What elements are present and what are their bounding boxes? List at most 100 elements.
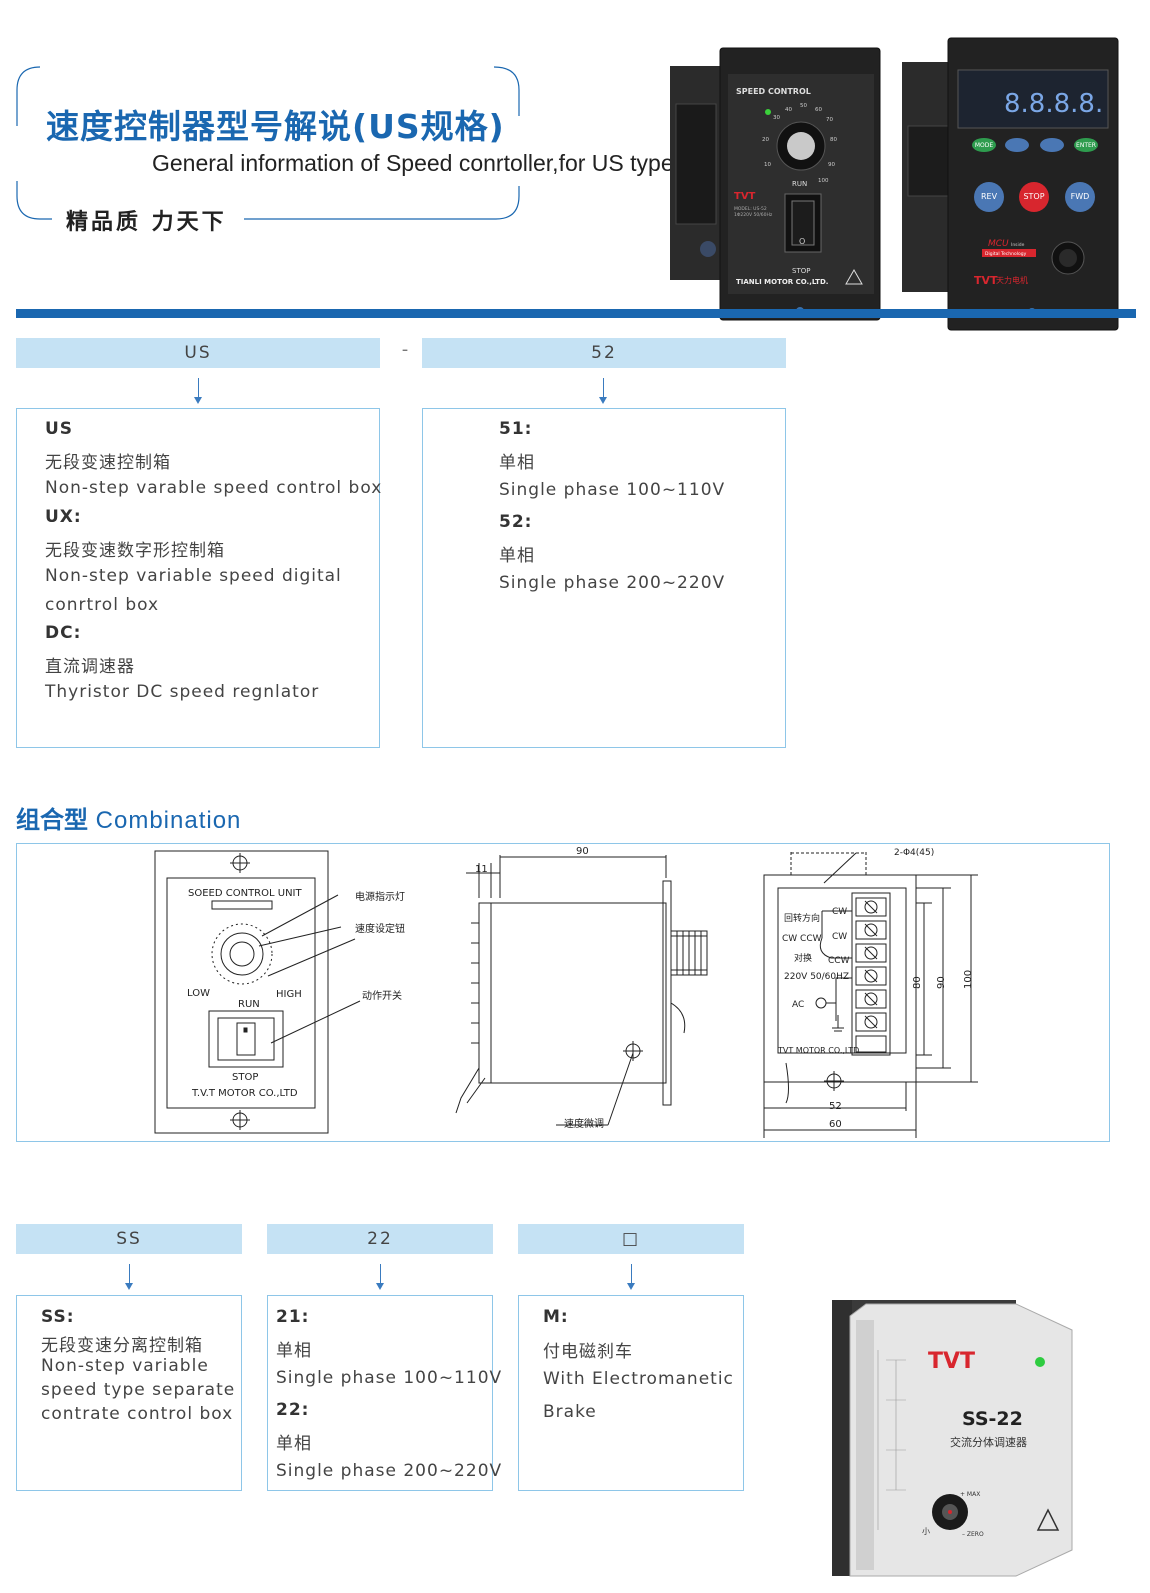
svg-text:STOP: STOP bbox=[232, 1072, 258, 1083]
code-desc-en: speed type separate bbox=[41, 1380, 236, 1400]
code-key: 22: bbox=[276, 1400, 310, 1420]
code-desc-cn: 单相 bbox=[276, 1341, 312, 1361]
ss22-controller-photo: TVT SS-22 交流分体调速器 + MAX – ZERO 小 bbox=[832, 1300, 1073, 1577]
code-box-voltage-2: 21: 单相 Single phase 100~110V 22: 单相 Sing… bbox=[267, 1295, 501, 1491]
svg-text:T.V.T MOTOR CO.,LTD: T.V.T MOTOR CO.,LTD bbox=[191, 1088, 298, 1099]
code-desc-en: conrtrol box bbox=[45, 595, 160, 615]
svg-text:50: 50 bbox=[800, 103, 807, 109]
front-unit-label: SOEED CONTROL UNIT bbox=[188, 888, 302, 899]
svg-text:80: 80 bbox=[912, 976, 923, 989]
svg-text:100: 100 bbox=[963, 970, 974, 989]
svg-text:FWD: FWD bbox=[1071, 192, 1090, 201]
code-desc-en: Brake bbox=[543, 1402, 597, 1422]
svg-text:Digital Technology: Digital Technology bbox=[985, 251, 1027, 257]
combination-drawings: SOEED CONTROL UNIT LOW RUN HIGH STOP T.V… bbox=[154, 846, 978, 1138]
svg-text:MODEL: US-52: MODEL: US-52 bbox=[734, 206, 767, 212]
svg-text:11: 11 bbox=[475, 864, 488, 875]
svg-text:90: 90 bbox=[828, 162, 835, 168]
svg-text:RUN: RUN bbox=[792, 180, 807, 188]
svg-text:速度微调: 速度微调 bbox=[564, 1117, 604, 1130]
svg-text:ENTER: ENTER bbox=[1076, 142, 1096, 149]
code-box-ss: SS: 无段变速分离控制箱 Non-step variable speed ty… bbox=[16, 1295, 242, 1491]
svg-text:小: 小 bbox=[922, 1527, 930, 1536]
svg-text:TIANLI MOTOR CO.,LTD.: TIANLI MOTOR CO.,LTD. bbox=[736, 278, 828, 286]
svg-text:90: 90 bbox=[936, 976, 947, 989]
svg-text:RUN: RUN bbox=[238, 999, 260, 1010]
code-key: DC: bbox=[45, 623, 82, 643]
svg-text:CCW: CCW bbox=[828, 956, 850, 966]
svg-text:MCU: MCU bbox=[988, 239, 1009, 249]
code-segment-52: 52 bbox=[422, 338, 786, 368]
code-key: 51: bbox=[499, 419, 533, 439]
code-desc-en: Non-step variable speed digital bbox=[45, 566, 342, 586]
panel-title: SPEED CONTROL bbox=[736, 87, 811, 96]
svg-text:8.8.8.8.: 8.8.8.8. bbox=[1004, 89, 1103, 119]
svg-text:Inside: Inside bbox=[1011, 242, 1025, 248]
svg-text:CW CCW: CW CCW bbox=[782, 934, 822, 944]
svg-text:60: 60 bbox=[815, 107, 822, 113]
svg-text:80: 80 bbox=[830, 137, 837, 143]
down-arrow-icon bbox=[599, 378, 607, 404]
svg-text:CW: CW bbox=[832, 932, 847, 942]
code-desc-cn: 单相 bbox=[276, 1434, 312, 1454]
page-title: 速度控制器型号解说(US规格) bbox=[46, 107, 505, 146]
slogan: 精品质 力天下 bbox=[66, 209, 227, 235]
code-box-brake: M: 付电磁刹车 With Electromanetic Brake bbox=[518, 1295, 744, 1491]
svg-text:HIGH: HIGH bbox=[276, 989, 302, 1000]
code-desc-en: Non-step variable bbox=[41, 1356, 209, 1376]
code-desc-cn: 单相 bbox=[499, 453, 535, 473]
code-desc-cn: 无段变速分离控制箱 bbox=[41, 1336, 203, 1356]
code-segment-ss: SS bbox=[16, 1224, 242, 1254]
svg-text:100: 100 bbox=[818, 178, 829, 184]
code-key: 21: bbox=[276, 1307, 310, 1327]
down-arrow-icon bbox=[125, 1264, 133, 1290]
code-desc-cn: 单相 bbox=[499, 546, 535, 566]
svg-text:速度设定钮: 速度设定钮 bbox=[355, 922, 405, 935]
code-separator: - bbox=[401, 339, 409, 360]
svg-text:220V 50/60HZ: 220V 50/60HZ bbox=[784, 972, 849, 982]
page-subtitle: General information of Speed conrtoller,… bbox=[152, 150, 674, 176]
section-title-cn: 组合型 bbox=[16, 806, 88, 834]
code-box-voltage: 51: 单相 Single phase 100~110V 52: 单相 Sing… bbox=[422, 408, 786, 748]
code-key: M: bbox=[543, 1307, 569, 1327]
svg-text:对换: 对换 bbox=[794, 952, 812, 964]
svg-text:70: 70 bbox=[826, 117, 833, 123]
section-title-en: Combination bbox=[95, 807, 242, 834]
svg-text:TVT: TVT bbox=[928, 1349, 975, 1374]
header-rule bbox=[16, 309, 1136, 318]
svg-text:STOP: STOP bbox=[1023, 192, 1044, 201]
svg-text:52: 52 bbox=[829, 1101, 842, 1112]
code-desc-en: Non-step varable speed control box bbox=[45, 478, 383, 498]
svg-text:60: 60 bbox=[829, 1119, 842, 1130]
code-desc-en: Single phase 100~110V bbox=[499, 480, 726, 500]
svg-text:回转方向: 回转方向 bbox=[784, 912, 820, 924]
code-segment-option: □ bbox=[518, 1224, 744, 1254]
code-desc-cn: 付电磁刹车 bbox=[543, 1342, 633, 1362]
down-arrow-icon bbox=[376, 1264, 384, 1290]
code-desc-en: Single phase 100~110V bbox=[276, 1368, 503, 1388]
code-desc-cn: 直流调速器 bbox=[45, 657, 135, 677]
svg-text:TVT: TVT bbox=[974, 274, 998, 287]
header-frame bbox=[16, 66, 520, 220]
svg-text:交流分体调速器: 交流分体调速器 bbox=[950, 1435, 1027, 1449]
svg-text:30: 30 bbox=[773, 115, 780, 121]
svg-text:SS-22: SS-22 bbox=[962, 1408, 1023, 1430]
svg-text:REV: REV bbox=[981, 192, 998, 201]
svg-text:电源指示灯: 电源指示灯 bbox=[355, 890, 405, 903]
svg-text:20: 20 bbox=[762, 137, 769, 143]
code-box-type: US 无段变速控制箱 Non-step varable speed contro… bbox=[16, 408, 383, 748]
svg-text:+ MAX: + MAX bbox=[960, 1491, 980, 1498]
svg-text:动作开关: 动作开关 bbox=[362, 989, 402, 1002]
svg-text:10: 10 bbox=[764, 162, 771, 168]
code-segment-us: US bbox=[16, 338, 380, 368]
code-key: US bbox=[45, 419, 74, 439]
svg-text:LOW: LOW bbox=[187, 988, 210, 999]
code-desc-en: Thyristor DC speed regnlator bbox=[45, 682, 320, 702]
svg-text:2-Φ4(45): 2-Φ4(45) bbox=[894, 848, 934, 858]
section-title-combination: 组合型 Combination bbox=[16, 800, 241, 835]
code-desc-en: With Electromanetic bbox=[543, 1369, 734, 1389]
svg-text:AC: AC bbox=[792, 1000, 804, 1010]
down-arrow-icon bbox=[194, 378, 202, 404]
svg-text:– ZERO: – ZERO bbox=[962, 1531, 984, 1538]
code-key: UX: bbox=[45, 507, 82, 527]
